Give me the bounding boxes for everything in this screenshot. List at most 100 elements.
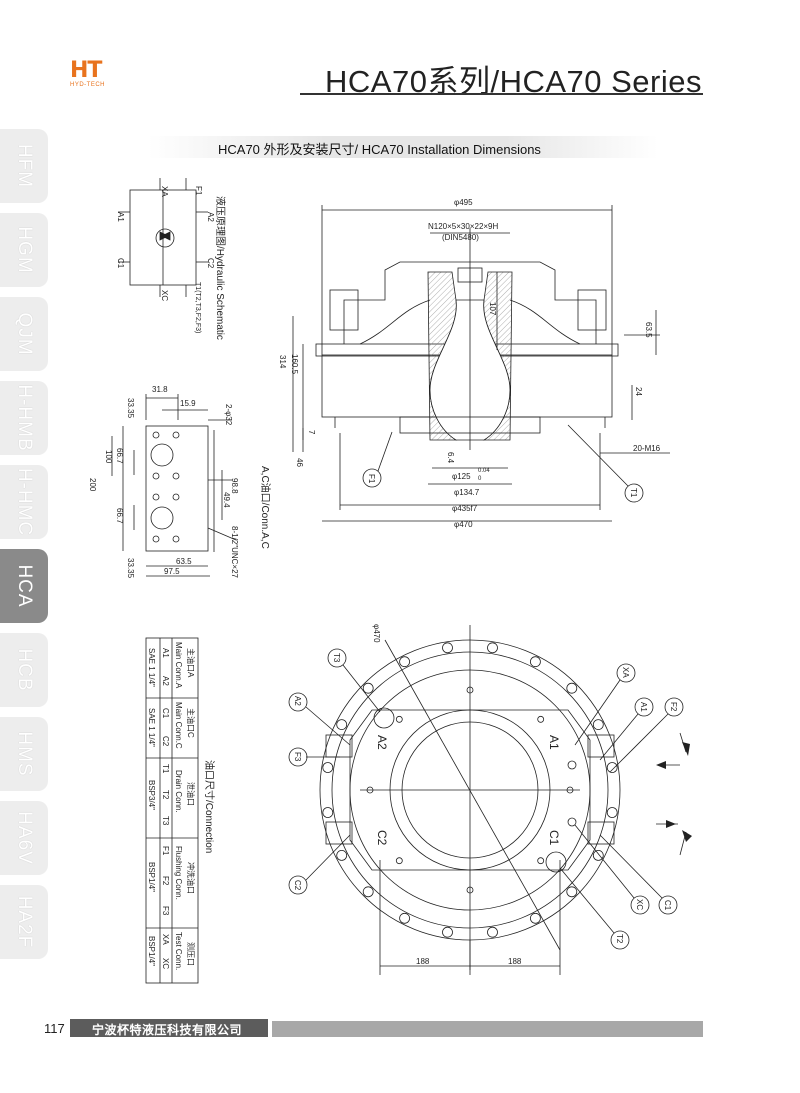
dim-label: 66.7 <box>115 448 124 464</box>
logo-mark: HT <box>70 58 102 83</box>
dim-label: φ470 <box>454 520 473 529</box>
port-block <box>111 394 237 577</box>
callout-label: T2 <box>615 934 624 944</box>
side-tab-nav: HFM HGM QJM H-HMB H-HMC HCA HCB HMS HA6V… <box>0 129 48 969</box>
bolt-hole <box>592 850 604 861</box>
dim-label: 0 <box>478 476 482 482</box>
table-port: F3 <box>161 906 170 916</box>
table-port: T1 <box>161 764 170 774</box>
dim-label: 7 <box>307 430 316 435</box>
dim-label: 188 <box>508 957 522 966</box>
side-tab-hcb[interactable]: HCB <box>0 633 48 707</box>
table-port: A1 <box>161 648 170 658</box>
shaft-hole <box>395 715 403 723</box>
callout-label: A1 <box>639 702 648 712</box>
side-tab-ha6v[interactable]: HA6V <box>0 801 48 875</box>
dim-label: 98.8 <box>230 478 239 494</box>
shaft-hole <box>466 886 474 894</box>
schematic-port: A2 <box>206 212 215 222</box>
schematic-port: A1 <box>116 212 125 222</box>
dim-label: 188 <box>416 957 430 966</box>
logo-subtext: HYD-TECH <box>70 82 105 88</box>
table-port: C2 <box>161 736 170 747</box>
bolt-holes <box>322 642 618 938</box>
schematic-port: T1(T2,T3,F2,F3) <box>194 282 201 333</box>
table-group-en: Drain Conn. <box>174 770 183 813</box>
schematic-caption: 液压原理图/Hydraulic Schematic <box>214 196 227 340</box>
dim-label: 0.04 <box>478 468 490 474</box>
body-label: C1 <box>547 830 561 846</box>
side-tab-h-hmb[interactable]: H-HMB <box>0 381 48 455</box>
bolt-hole <box>487 926 498 938</box>
dim-label: φ435f7 <box>452 504 478 513</box>
shaft-hole <box>395 857 403 865</box>
table-group-zh: 主油口A <box>186 648 196 678</box>
front-callouts <box>288 648 684 950</box>
table-group-en: Test Conn. <box>174 932 183 970</box>
dim-label: 107 <box>488 302 497 316</box>
header-rule <box>300 93 703 95</box>
brand-logo: HT HYD-TECH <box>70 60 116 94</box>
bolt-hole <box>530 912 541 924</box>
table-size: BSP3/4" <box>147 780 156 810</box>
table-size: BSP1/4" <box>147 862 156 892</box>
dim-label: 8-1/2"UNC×27 <box>230 526 239 579</box>
body-label: A2 <box>375 735 389 750</box>
table-group-en: Main Conn.A <box>174 642 183 689</box>
callout-label: XC <box>635 899 644 910</box>
body-label: A1 <box>547 735 561 750</box>
shaft-hole <box>566 786 574 794</box>
footer-rule <box>272 1021 703 1037</box>
side-tab-hgm[interactable]: HGM <box>0 213 48 287</box>
footer-company-bar <box>70 1019 268 1037</box>
callout-label: C2 <box>293 880 302 891</box>
dim-label: N120×5×30×22×9H <box>428 222 499 231</box>
motor-front-view <box>319 625 621 975</box>
dim-label: 200 <box>88 478 97 492</box>
hydraulic-schematic <box>118 178 208 297</box>
side-tab-qjm[interactable]: QJM <box>0 297 48 371</box>
dim-label: φ134.7 <box>454 488 480 497</box>
table-group-en: Main Conn.C <box>174 702 183 749</box>
callout-label: F1 <box>367 474 376 484</box>
side-tab-h-hmc[interactable]: H-HMC <box>0 465 48 539</box>
bolt-hole <box>442 642 453 654</box>
shaft-hole <box>466 686 474 694</box>
drawing-labels: 液压原理图/Hydraulic Schematic A1 C1 XA F1 A2… <box>88 186 678 970</box>
dim-label: 100 <box>104 450 113 464</box>
callout-label: T3 <box>332 653 341 663</box>
dim-label: 314 <box>278 355 287 369</box>
side-tab-hms[interactable]: HMS <box>0 717 48 791</box>
dim-label: 6.4 <box>446 452 455 464</box>
flow-arrows <box>656 732 687 856</box>
dim-label: 46 <box>295 458 304 467</box>
dim-label: 66.7 <box>115 508 124 524</box>
table-port: F1 <box>161 846 170 856</box>
section-title: HCA70 外形及安装尺寸/ HCA70 Installation Dimens… <box>218 142 541 157</box>
dim-label: 63.5 <box>644 322 653 338</box>
side-tab-ha2f[interactable]: HA2F <box>0 885 48 959</box>
bolt-hole <box>566 886 578 898</box>
callout-label: T1 <box>629 488 638 498</box>
body-label: C2 <box>375 830 389 846</box>
dim-label: 33.35 <box>126 558 135 579</box>
side-tab-hfm[interactable]: HFM <box>0 129 48 203</box>
table-group-en: Flushing Conn. <box>174 846 183 900</box>
company-name: 宁波杯特液压科技有限公司 <box>92 1023 243 1037</box>
callout-label: XA <box>621 667 630 678</box>
shaft-hole <box>537 857 545 865</box>
motor-side-view <box>292 205 670 522</box>
dim-label: 97.5 <box>164 567 180 576</box>
side-tab-hca[interactable]: HCA <box>0 549 48 623</box>
dim-label: 31.8 <box>152 385 168 394</box>
bolt-hole <box>362 682 374 694</box>
dim-label: φ125 <box>452 472 471 481</box>
bolt-hole <box>442 926 453 938</box>
table-port: T2 <box>161 790 170 800</box>
table-port: A2 <box>161 676 170 686</box>
bolt-hole <box>322 762 334 773</box>
schematic-port: C2 <box>206 258 215 269</box>
dim-label: φ470 <box>372 624 381 643</box>
dim-label: 33.35 <box>126 398 135 419</box>
